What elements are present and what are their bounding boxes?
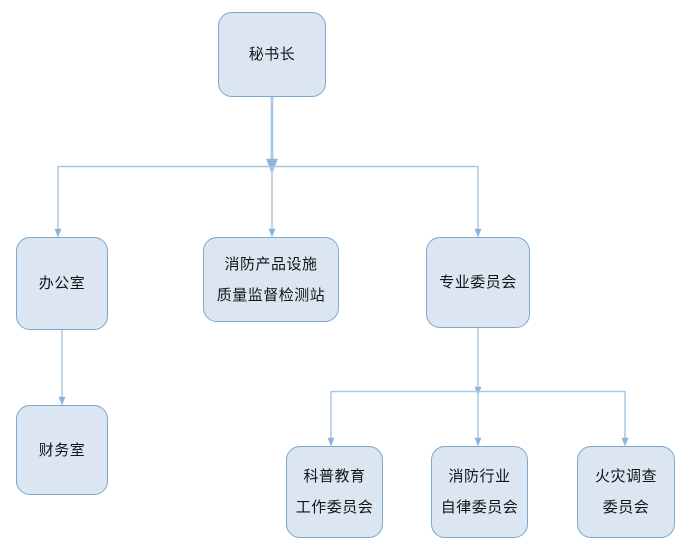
org-node-label-line-2: 自律委员会 bbox=[440, 499, 519, 516]
org-node-label-line-1: 火灾调查 bbox=[594, 468, 657, 485]
org-node-label-line-1: 秘书长 bbox=[248, 46, 296, 63]
org-node-label-line-1: 消防产品设施 bbox=[224, 255, 318, 273]
org-node-office[interactable]: 办公室 bbox=[16, 237, 108, 330]
org-node-secretary-general[interactable]: 秘书长 bbox=[218, 12, 326, 97]
org-node-label-line-1: 科普教育 bbox=[303, 468, 366, 485]
org-node-label-line-1: 办公室 bbox=[38, 275, 86, 292]
org-node-label-line-1: 消防行业 bbox=[448, 468, 511, 485]
org-node-label-line-1: 财务室 bbox=[38, 441, 86, 459]
org-node-testing-station[interactable]: 消防产品设施 质量监督检测站 bbox=[203, 237, 339, 322]
org-node-industry-self[interactable]: 消防行业 自律委员会 bbox=[431, 446, 528, 538]
org-node-label-line-1: 专业委员会 bbox=[439, 274, 517, 291]
org-node-pro-committee[interactable]: 专业委员会 bbox=[426, 237, 530, 328]
org-node-fire-investigation[interactable]: 火灾调查 委员会 bbox=[577, 446, 675, 538]
org-node-finance-office[interactable]: 财务室 bbox=[16, 405, 108, 495]
org-node-science-edu[interactable]: 科普教育 工作委员会 bbox=[286, 446, 383, 538]
org-node-label-line-2: 质量监督检测站 bbox=[216, 286, 326, 304]
org-node-label-line-2: 工作委员会 bbox=[295, 499, 374, 516]
org-node-label-line-2: 委员会 bbox=[602, 499, 650, 516]
